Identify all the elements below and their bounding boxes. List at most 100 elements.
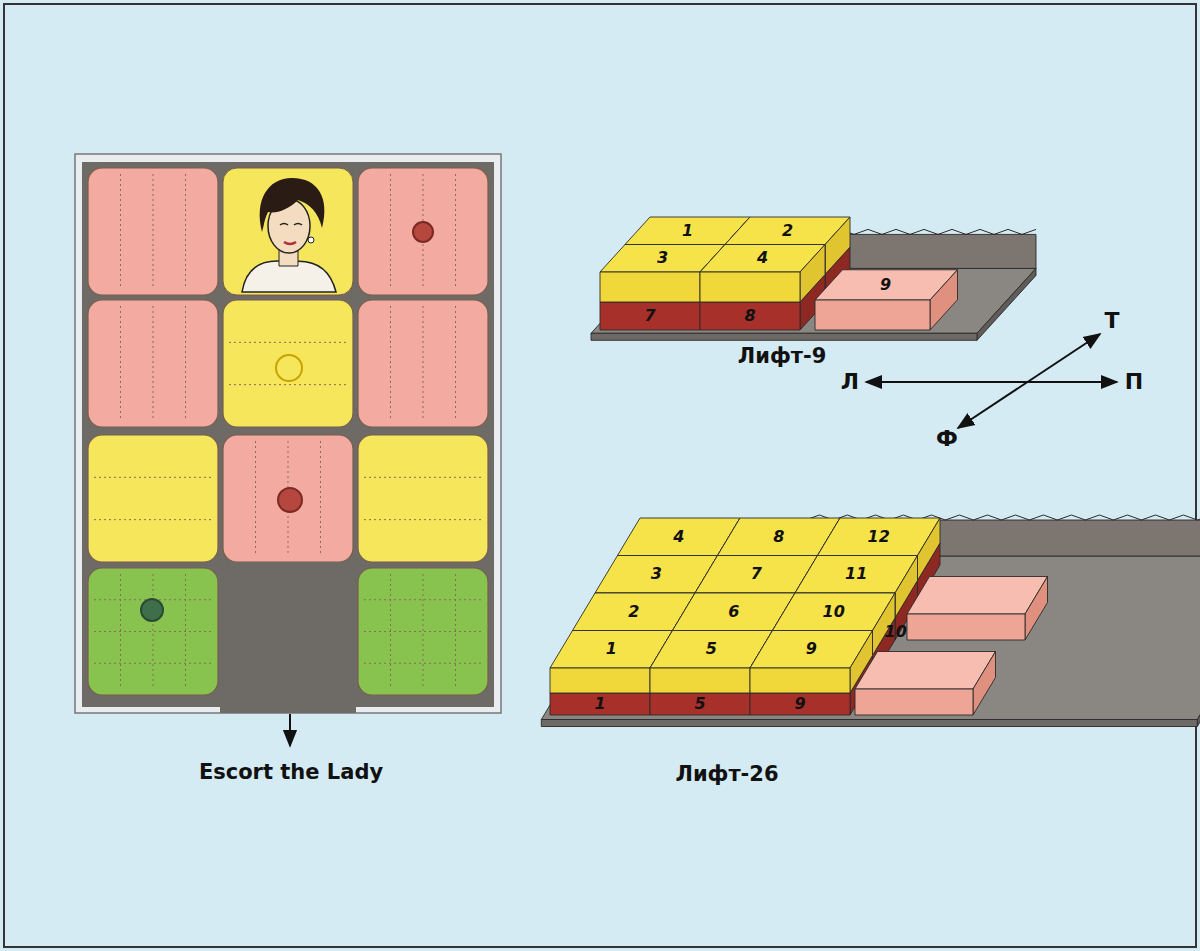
tile-dots xyxy=(364,663,482,664)
lady-eyes xyxy=(280,224,302,226)
base-plate xyxy=(1197,556,1200,727)
tile-dots xyxy=(320,441,321,556)
yellow-block xyxy=(750,668,850,693)
pink-block xyxy=(907,614,1025,640)
yellow-block xyxy=(850,631,873,694)
lady-earring xyxy=(308,237,314,243)
block-number: 9 xyxy=(806,641,817,657)
pink-block xyxy=(973,652,996,716)
block-number: 7 xyxy=(751,566,762,582)
model-title: Лифт-26 xyxy=(675,764,778,785)
tile-dots xyxy=(423,574,424,689)
tile-dots xyxy=(153,574,154,689)
lady-hair xyxy=(260,178,325,232)
back-wall xyxy=(826,234,1036,268)
exit-arrow xyxy=(290,714,291,746)
tile-dots xyxy=(390,174,391,289)
tile-mark xyxy=(141,599,163,621)
block-number: 3 xyxy=(651,566,662,582)
block-number: 1 xyxy=(606,641,617,657)
tile-dots xyxy=(364,631,482,632)
exit-arrow-line xyxy=(289,714,291,746)
direction-letter: Ф xyxy=(936,428,958,450)
block-number: 12 xyxy=(868,529,890,545)
puzzle-tile xyxy=(88,568,218,695)
tile-dots xyxy=(185,174,186,289)
tile-mark xyxy=(278,488,302,512)
tile-dots xyxy=(229,384,347,385)
direction-letter: Л xyxy=(841,371,859,393)
tile-dots xyxy=(364,519,482,520)
puzzle-tile xyxy=(358,435,488,562)
red-block xyxy=(600,302,700,330)
pink-block xyxy=(930,270,958,330)
block-number: 9 xyxy=(880,277,891,293)
direction-letter: Т xyxy=(1104,310,1119,332)
puzzle-tile xyxy=(358,300,488,427)
block-number: 8 xyxy=(744,308,755,324)
exit-gap xyxy=(220,562,356,713)
yellow-block xyxy=(550,668,650,693)
puzzle-tile xyxy=(88,300,218,427)
puzzle-tile xyxy=(88,435,218,562)
pink-block xyxy=(907,577,1048,615)
pink-block xyxy=(1025,577,1048,641)
block-number: 2 xyxy=(628,604,639,620)
block-number: 1 xyxy=(594,696,605,712)
yellow-block xyxy=(600,272,700,302)
lift-26-model xyxy=(541,515,1200,727)
block-number: 7 xyxy=(644,308,655,324)
puzzle-tile xyxy=(358,568,488,695)
direction-letter: П xyxy=(1125,371,1143,393)
board-frame xyxy=(75,154,501,713)
puzzle-tile xyxy=(223,300,353,427)
tile-dots xyxy=(94,519,212,520)
tile-dots xyxy=(229,342,347,343)
compass-axis xyxy=(958,334,1100,428)
model-title: Лифт-9 xyxy=(738,346,827,367)
block-number: 11 xyxy=(845,566,867,582)
yellow-block xyxy=(800,245,825,303)
lady-tile xyxy=(223,168,353,295)
base-plate xyxy=(591,333,977,340)
block-number: 10 xyxy=(823,604,845,620)
block-number: 5 xyxy=(694,696,705,712)
red-block xyxy=(550,693,650,715)
block-number: 4 xyxy=(673,529,684,545)
yellow-block xyxy=(895,556,918,619)
puzzle-tile xyxy=(223,168,353,295)
tile-dots xyxy=(153,306,154,421)
tile-dots xyxy=(94,631,212,632)
tile-dots xyxy=(153,174,154,289)
direction-compass xyxy=(866,334,1117,428)
base-plate xyxy=(541,556,1200,720)
tile-dots xyxy=(423,306,424,421)
tile-dots xyxy=(455,306,456,421)
red-block xyxy=(650,693,750,715)
tile-dots xyxy=(120,306,121,421)
puzzle-board xyxy=(75,154,501,713)
pink-block xyxy=(855,652,996,690)
block-number: 2 xyxy=(782,223,793,239)
base-plate xyxy=(541,720,1197,727)
tile-dots xyxy=(390,306,391,421)
pink-block xyxy=(815,300,930,330)
tile-dots xyxy=(364,599,482,600)
puzzle-tile xyxy=(223,435,353,562)
block-number: 4 xyxy=(757,250,768,266)
tile-dots xyxy=(455,174,456,289)
red-block xyxy=(700,302,800,330)
block-number: 8 xyxy=(773,529,784,545)
lady-portrait xyxy=(242,178,336,292)
block-number: 3 xyxy=(657,250,668,266)
lift-9-model xyxy=(591,217,1036,340)
block-number: 1 xyxy=(682,223,693,239)
yellow-block xyxy=(700,272,800,302)
compass-axis xyxy=(866,381,1117,383)
tile-mark xyxy=(276,355,302,381)
pink-block xyxy=(855,689,973,715)
block-number: 10 xyxy=(885,624,907,640)
yellow-block xyxy=(825,217,850,275)
